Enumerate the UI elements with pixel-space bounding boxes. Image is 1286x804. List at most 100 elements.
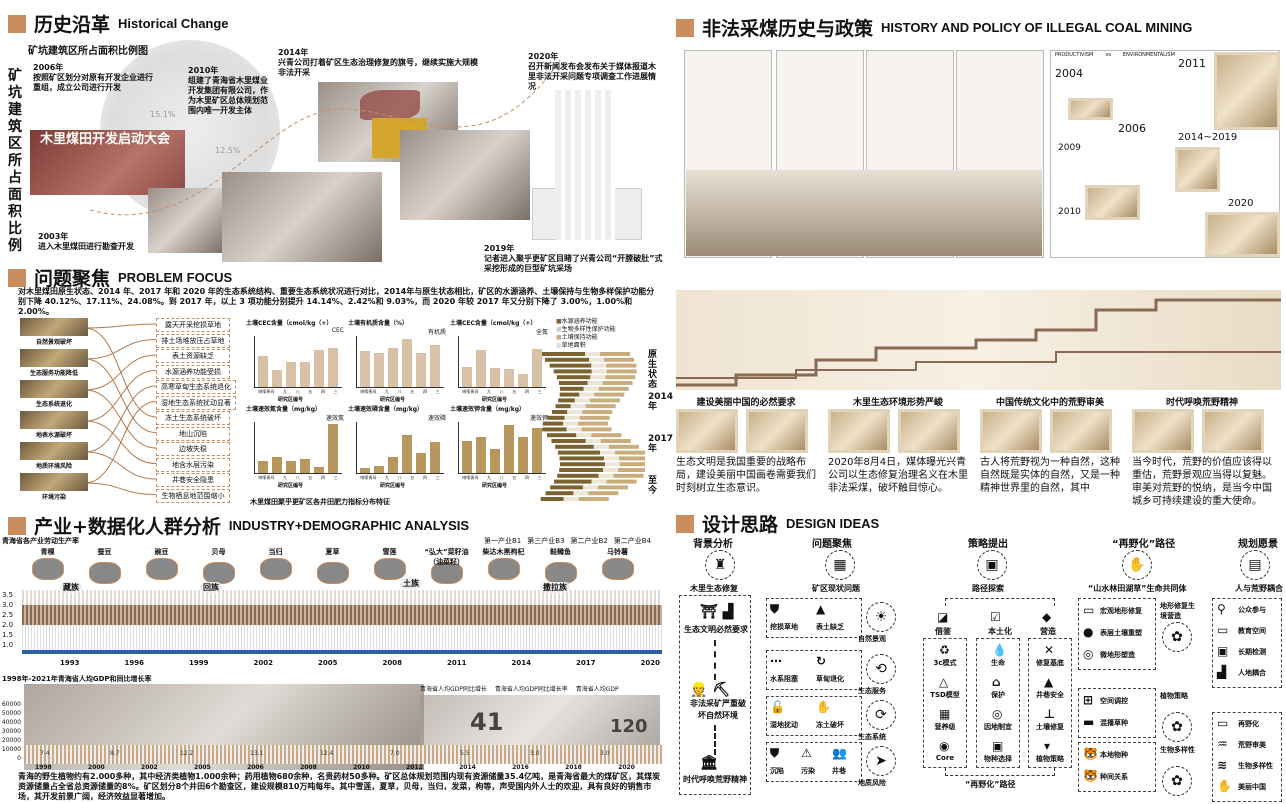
connector-line (85, 370, 157, 422)
issue-tag: 井巷安全隐患 (156, 473, 230, 487)
section-marker (8, 14, 26, 33)
truck-photo (372, 118, 427, 158)
strategy-head: 营造 (1040, 627, 1056, 636)
chart-caption: 木里煤田聚乎更矿区各井田肥力指标分布特征 (250, 498, 390, 506)
vision-item: 长期检测 (1238, 648, 1266, 656)
vision-icon: ▣ (1217, 644, 1229, 658)
band-b3 (22, 625, 662, 650)
stack-segment (578, 497, 609, 501)
strategy-icon: ◎ (992, 707, 1003, 721)
x-tick: 五 (410, 475, 415, 480)
section-marker (676, 18, 694, 37)
strategy-icon: ♻ (939, 643, 950, 657)
legend-label: 第三产业B3 (527, 537, 565, 545)
rewild-sub: “山水林田湖草”生命共同体 (1088, 584, 1187, 593)
x-tick: 九 (384, 389, 389, 394)
event-2019: 2019年记者进入聚乎更矿区目睹了兴青公司“开膛破肚”式采挖形成的巨型矿坑采场 (484, 244, 663, 273)
issue-label: 草甸退化 (816, 675, 844, 683)
chart-plot (254, 336, 342, 388)
issue-tag: 湿地生态系统扰动显著 (156, 395, 236, 410)
bar (490, 448, 500, 473)
stack-segment (576, 433, 592, 438)
stack-segment (559, 456, 604, 461)
year-tick: 2011 (447, 659, 467, 667)
chart-title: 土壤速效氮含量（mg/kg） (246, 406, 322, 413)
connector-line (85, 389, 157, 449)
problem-photo-label: 自然景观破坏 (35, 339, 72, 346)
problem-photo-label: 生态系统退化 (35, 401, 72, 408)
strategy-icon: ▣ (992, 739, 1004, 753)
soil-chart: 土壤速效氮含量（mg/kg）速效氮哆嗦贵玛九八五四三研究区编号 (246, 404, 344, 492)
issue-icon: ⚠ (801, 746, 812, 760)
stack-label: 2014年 (648, 392, 674, 412)
stack-segment (600, 352, 630, 356)
legend-label: 草地面积 (561, 342, 586, 349)
gdp-rate: 12.2 (180, 750, 194, 757)
strategy-item: 修复基底 (1036, 659, 1064, 667)
bar (416, 353, 426, 387)
rewild-icon: 🐯 (1083, 747, 1098, 761)
problem-photo (20, 318, 88, 336)
issue-label: 沉陷 (770, 767, 784, 775)
legend-label: 第一产业B1 (484, 537, 522, 545)
year-tick: 1999 (189, 659, 209, 667)
gdp-year-tick: 2006 (247, 764, 264, 771)
stack-segment (618, 468, 645, 472)
x-tick: 四 (524, 389, 529, 394)
product-photo (146, 558, 178, 580)
stack-segment (605, 375, 636, 380)
strategy-head: 本土化 (988, 627, 1012, 636)
device-icon: ▣ (977, 550, 1007, 580)
stack-label: 原生状态 (648, 350, 658, 390)
vision-item: 荒野审美 (1238, 741, 1266, 749)
issue-icon: ⛊ (770, 602, 780, 616)
bar (272, 370, 282, 387)
reason-text: 古人将荒野视为一种自然，这种自然既是实体的自然，又是一种精神世界里的自然，其中 (980, 457, 1120, 494)
rewild-icon: 🐯 (1083, 769, 1098, 783)
event-2014: 2014年兴青公司打着矿区生态治理修复的旗号，继续实施大规模非法开采 (278, 48, 478, 77)
stack-segment (600, 450, 616, 455)
x-tick: 三 (537, 389, 542, 394)
stack-segment (585, 404, 616, 409)
target-icon: ⟲ (866, 654, 896, 684)
rewild-label: 植物策略 (1160, 692, 1188, 700)
issue-icon: 👥 (832, 746, 847, 760)
x-tick: 三 (333, 475, 338, 480)
stack-segment (588, 491, 619, 496)
stack-segment (585, 439, 601, 443)
rewild-label: 生物多样性 (1160, 746, 1195, 754)
issue-icon: ⛊ (770, 746, 780, 760)
reason-photo (746, 409, 808, 453)
x-tick: 九 (282, 389, 287, 394)
x-tick: 五 (410, 389, 415, 394)
reason-photo (1202, 409, 1264, 453)
strategy-icon: ⌂ (992, 675, 1001, 689)
design-title: 设计思路 (702, 514, 779, 536)
vision-icon: ▭ (1217, 716, 1229, 730)
chart-plot (356, 422, 444, 474)
stack-segment (567, 410, 583, 414)
issue-tag: 排土场堆放压占草地 (156, 333, 230, 348)
stack-segment (606, 479, 637, 484)
stack-segment (553, 369, 592, 374)
connector-line (85, 420, 157, 464)
stack-segment (559, 392, 580, 397)
connector-line (85, 482, 157, 495)
stack-segment (540, 497, 564, 501)
product-photo (260, 558, 292, 580)
gdp-rate: 5.5 (460, 750, 470, 757)
chart-plot (254, 422, 342, 474)
legend-label: 水源涵养功能 (561, 318, 598, 325)
problem-photo (20, 473, 88, 491)
strategy-item: 营养级 (934, 723, 956, 731)
x-ticks: 哆嗦贵玛九八五四三 (254, 389, 342, 395)
gdp-rate: 12.4 (320, 750, 334, 757)
rewild-item: 表层土壤重塑 (1100, 629, 1142, 637)
gdp-year-tick: 2010 (353, 764, 370, 771)
policy-title-en: HISTORY AND POLICY OF ILLEGAL COAL MININ… (881, 20, 1193, 35)
bar (300, 458, 310, 473)
reason-photo (676, 409, 738, 453)
rewild-circle-icon: ✿ (1162, 766, 1192, 796)
